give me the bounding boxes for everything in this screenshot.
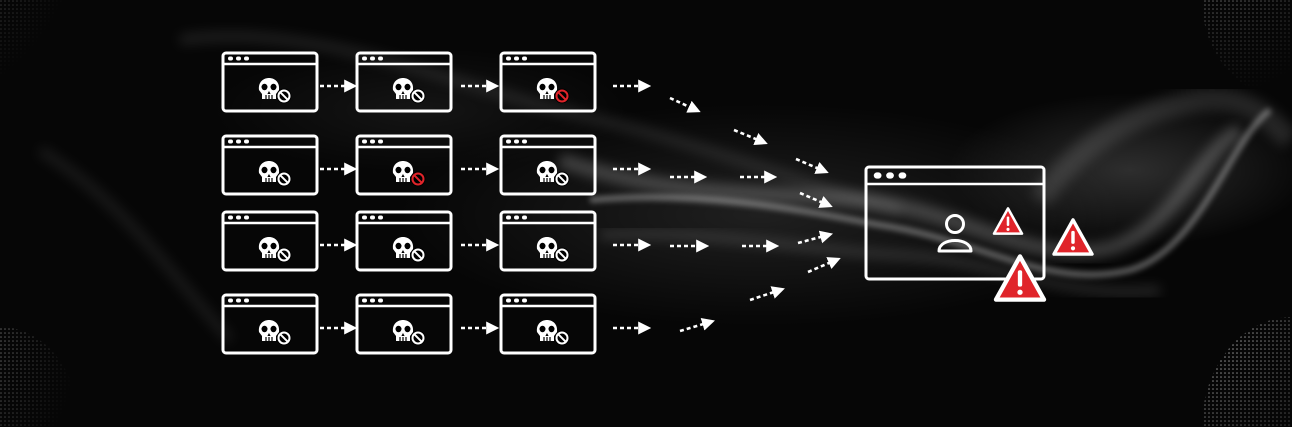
skull-icon	[258, 237, 280, 258]
blocked-icon	[276, 330, 292, 346]
warning-icon	[992, 207, 1024, 235]
browser-window-icon	[221, 210, 319, 272]
dashed-arrow-icon	[679, 318, 715, 333]
dashed-arrow-icon	[669, 96, 701, 113]
blocked-icon	[276, 88, 292, 104]
browser-window-icon	[221, 293, 319, 355]
skull-icon	[392, 320, 414, 341]
browser-window-icon	[221, 134, 319, 196]
skull-icon	[392, 78, 414, 99]
window-dots	[362, 215, 383, 220]
browser-window-icon	[499, 293, 597, 355]
blocked-icon	[410, 88, 426, 104]
window-dots	[228, 298, 249, 303]
window-dots	[228, 215, 249, 220]
window-dots	[362, 139, 383, 144]
window-dots	[228, 139, 249, 144]
browser-window-icon	[499, 210, 597, 272]
user-icon	[937, 214, 973, 253]
blocked-icon	[276, 247, 292, 263]
skull-icon	[536, 237, 558, 258]
skull-icon	[536, 78, 558, 99]
skull-icon	[258, 78, 280, 99]
dashed-arrow-icon	[799, 191, 833, 208]
blocked-icon	[554, 171, 570, 187]
blocked-icon	[554, 88, 570, 104]
smoke-wisps	[37, 31, 1292, 344]
skull-icon	[392, 237, 414, 258]
browser-window-icon	[221, 51, 319, 113]
window-dots	[873, 172, 907, 179]
dashed-arrow-icon	[797, 230, 834, 245]
warning-icon	[993, 254, 1047, 302]
window-dots	[506, 56, 527, 61]
window-dots	[362, 298, 383, 303]
dashed-arrow-icon	[795, 157, 829, 174]
window-dots	[506, 298, 527, 303]
warning-icon	[1052, 218, 1094, 256]
blocked-icon	[410, 171, 426, 187]
target-browser-window	[864, 165, 1046, 281]
skull-icon	[536, 320, 558, 341]
skull-icon	[258, 161, 280, 182]
blocked-icon	[410, 247, 426, 263]
window-dots	[506, 139, 527, 144]
blocked-icon	[276, 171, 292, 187]
blocked-icon	[554, 330, 570, 346]
skull-icon	[392, 161, 414, 182]
browser-window-icon	[499, 134, 597, 196]
window-dots	[228, 56, 249, 61]
window-dots	[506, 215, 527, 220]
browser-window-icon	[499, 51, 597, 113]
dashed-arrow-icon	[733, 128, 768, 146]
blocked-icon	[554, 247, 570, 263]
dashed-arrow-icon	[749, 286, 785, 302]
skull-icon	[258, 320, 280, 341]
window-dots	[362, 56, 383, 61]
blocked-icon	[410, 330, 426, 346]
dashed-arrow-icon	[807, 257, 841, 274]
skull-icon	[536, 161, 558, 182]
